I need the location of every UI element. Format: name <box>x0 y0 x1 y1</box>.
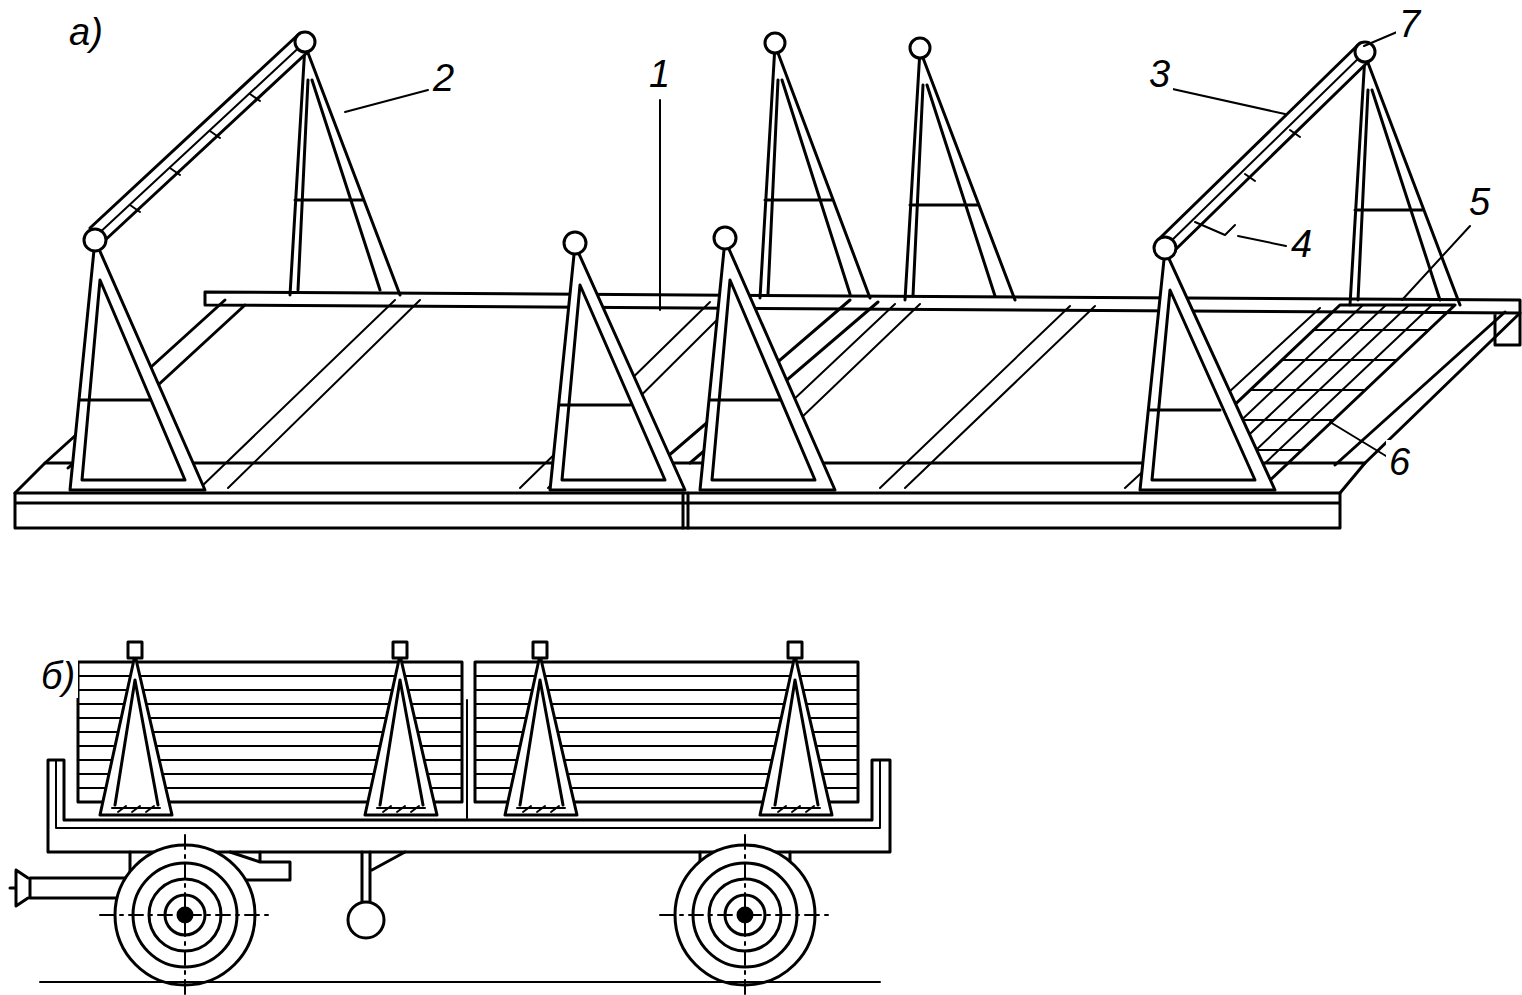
callout-number: 1 <box>646 52 673 96</box>
callout-number: 2 <box>430 56 457 100</box>
callout-number: 7 <box>1396 2 1423 46</box>
callout-number: 4 <box>1288 222 1315 266</box>
part-caption: б) <box>38 654 78 698</box>
callout-number: 6 <box>1386 440 1413 484</box>
part-caption: а) <box>66 10 106 54</box>
callout-number: 3 <box>1146 52 1173 96</box>
callout-number: 5 <box>1466 180 1493 224</box>
